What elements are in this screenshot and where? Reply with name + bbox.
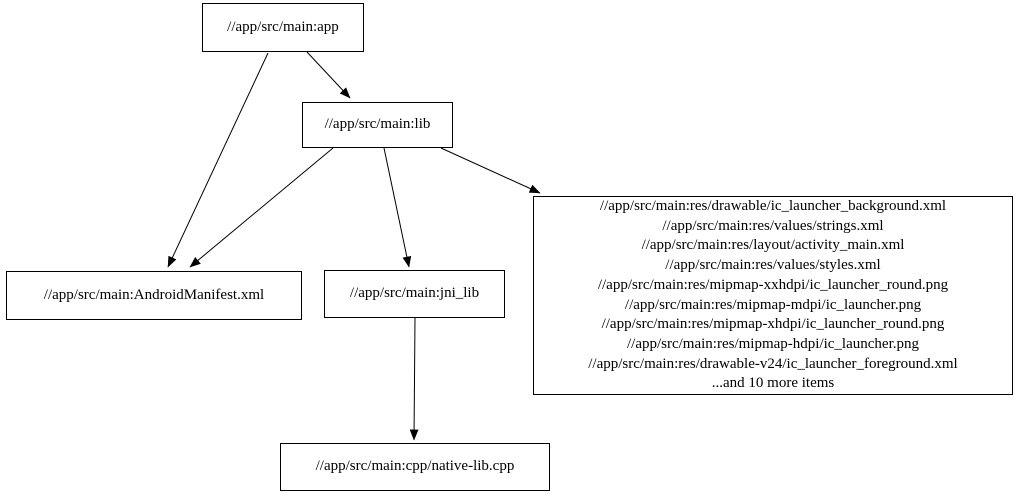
edge-app-to-manifest [167, 52, 269, 268]
edge-lib-to-res-group [440, 147, 541, 194]
edge-lib-to-jni-lib [383, 147, 412, 268]
node-jni-lib: //app/src/main:jni_lib [324, 270, 505, 318]
edge-app-to-lib [306, 51, 351, 99]
edge-jni-lib-to-native-lib [409, 317, 419, 441]
node-native-lib-cpp: //app/src/main:cpp/native-lib.cpp [280, 443, 550, 491]
node-app: //app/src/main:app [202, 3, 364, 52]
edge-lib-to-manifest [189, 147, 334, 268]
node-android-manifest: //app/src/main:AndroidManifest.xml [6, 271, 302, 320]
node-res-file-group: //app/src/main:res/drawable/ic_launcher_… [533, 196, 1013, 395]
node-lib: //app/src/main:lib [302, 102, 453, 148]
